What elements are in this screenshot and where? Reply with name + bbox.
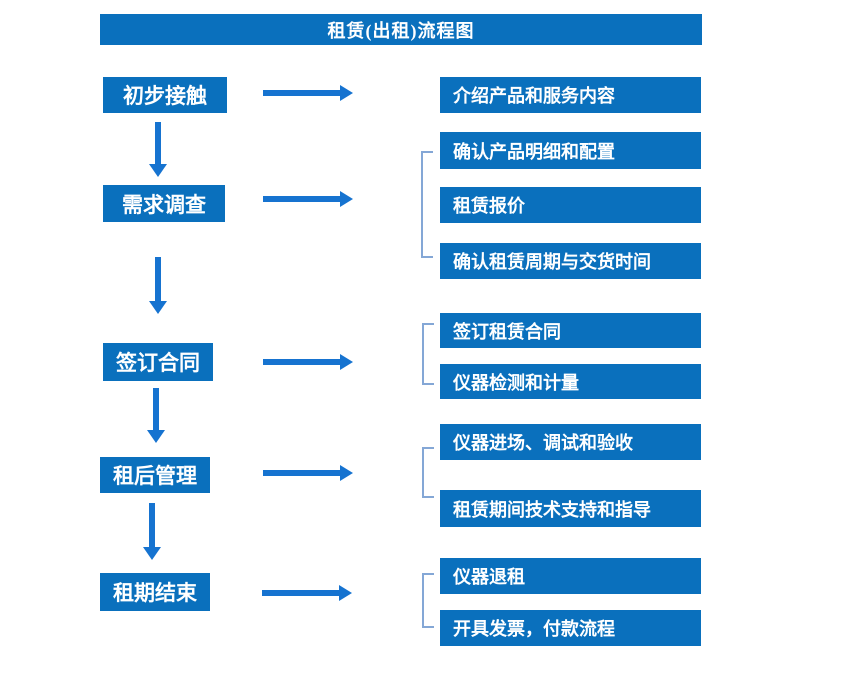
arrow-right-3 — [263, 354, 353, 370]
arrow-down-2 — [149, 257, 167, 314]
arrow-head-icon — [340, 354, 353, 370]
arrow-head-icon — [340, 85, 353, 101]
arrow-shaft — [263, 196, 341, 202]
arrow-shaft — [263, 470, 341, 476]
step-box-sign-contract: 签订合同 — [103, 343, 213, 381]
arrow-right-5 — [262, 585, 352, 601]
bracket-group-2 — [421, 151, 433, 258]
arrow-shaft — [263, 359, 341, 365]
arrow-right-4 — [263, 465, 353, 481]
arrow-head-icon — [340, 465, 353, 481]
page-title: 租赁(出租)流程图 — [327, 20, 475, 41]
arrow-shaft — [153, 388, 159, 430]
arrow-head-icon — [339, 585, 352, 601]
step-box-rental-end: 租期结束 — [100, 573, 210, 611]
output-box-instrument-return: 仪器退租 — [440, 558, 701, 594]
arrow-shaft — [149, 503, 155, 547]
step-box-demand-survey: 需求调查 — [103, 185, 225, 222]
output-box-instrument-testing: 仪器检测和计量 — [440, 364, 701, 399]
arrow-down-3 — [147, 388, 165, 443]
output-box-intro-products: 介绍产品和服务内容 — [440, 77, 701, 113]
arrow-head-icon — [149, 164, 167, 177]
arrow-right-2 — [263, 191, 353, 207]
step-box-initial-contact: 初步接触 — [103, 77, 227, 113]
arrow-head-icon — [149, 301, 167, 314]
arrow-shaft — [262, 590, 340, 596]
output-box-confirm-period: 确认租赁周期与交货时间 — [440, 243, 701, 279]
arrow-down-4 — [143, 503, 161, 560]
arrow-head-icon — [147, 430, 165, 443]
output-box-sign-rental-contract: 签订租赁合同 — [440, 313, 701, 348]
output-box-instrument-setup: 仪器进场、调试和验收 — [440, 424, 701, 460]
arrow-right-1 — [263, 85, 353, 101]
arrow-down-1 — [149, 122, 167, 177]
bracket-group-4 — [422, 447, 434, 498]
arrow-head-icon — [340, 191, 353, 207]
output-box-tech-support: 租赁期间技术支持和指导 — [440, 490, 701, 527]
bracket-group-3 — [422, 323, 434, 385]
flowchart-title-banner: 租赁(出租)流程图 — [100, 14, 702, 45]
arrow-shaft — [155, 122, 161, 164]
output-box-confirm-details: 确认产品明细和配置 — [440, 132, 701, 169]
output-box-invoice-payment: 开具发票，付款流程 — [440, 610, 701, 646]
arrow-shaft — [155, 257, 161, 301]
arrow-shaft — [263, 90, 341, 96]
step-box-post-rental-mgmt: 租后管理 — [100, 457, 210, 493]
output-box-rental-quote: 租赁报价 — [440, 187, 701, 223]
arrow-head-icon — [143, 547, 161, 560]
bracket-group-5 — [422, 573, 434, 628]
